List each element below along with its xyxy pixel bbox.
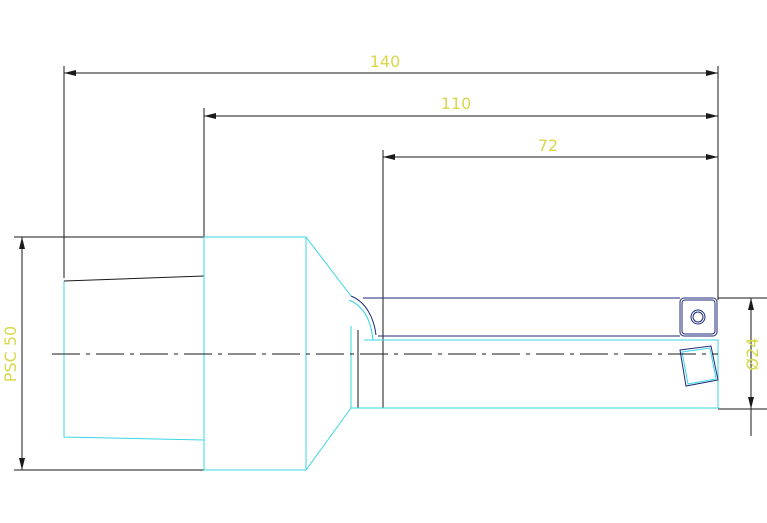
dimension-short-length: 72 [382, 136, 718, 408]
dimension-shank-size: PSC 50 [1, 236, 306, 471]
dimension-diameter: Ø24 [718, 297, 767, 436]
shank-size-label: PSC 50 [1, 326, 20, 382]
tool-body-outline [63, 236, 719, 471]
dimension-mid-length: 110 [203, 94, 718, 276]
overall-length-label: 140 [370, 52, 401, 71]
cutting-insert [679, 297, 719, 387]
diameter-label: Ø24 [743, 338, 762, 371]
mid-length-label: 110 [441, 94, 472, 113]
boring-bar-outline [348, 295, 680, 341]
short-length-label: 72 [538, 136, 558, 155]
dimension-overall-length: 140 [63, 52, 718, 278]
